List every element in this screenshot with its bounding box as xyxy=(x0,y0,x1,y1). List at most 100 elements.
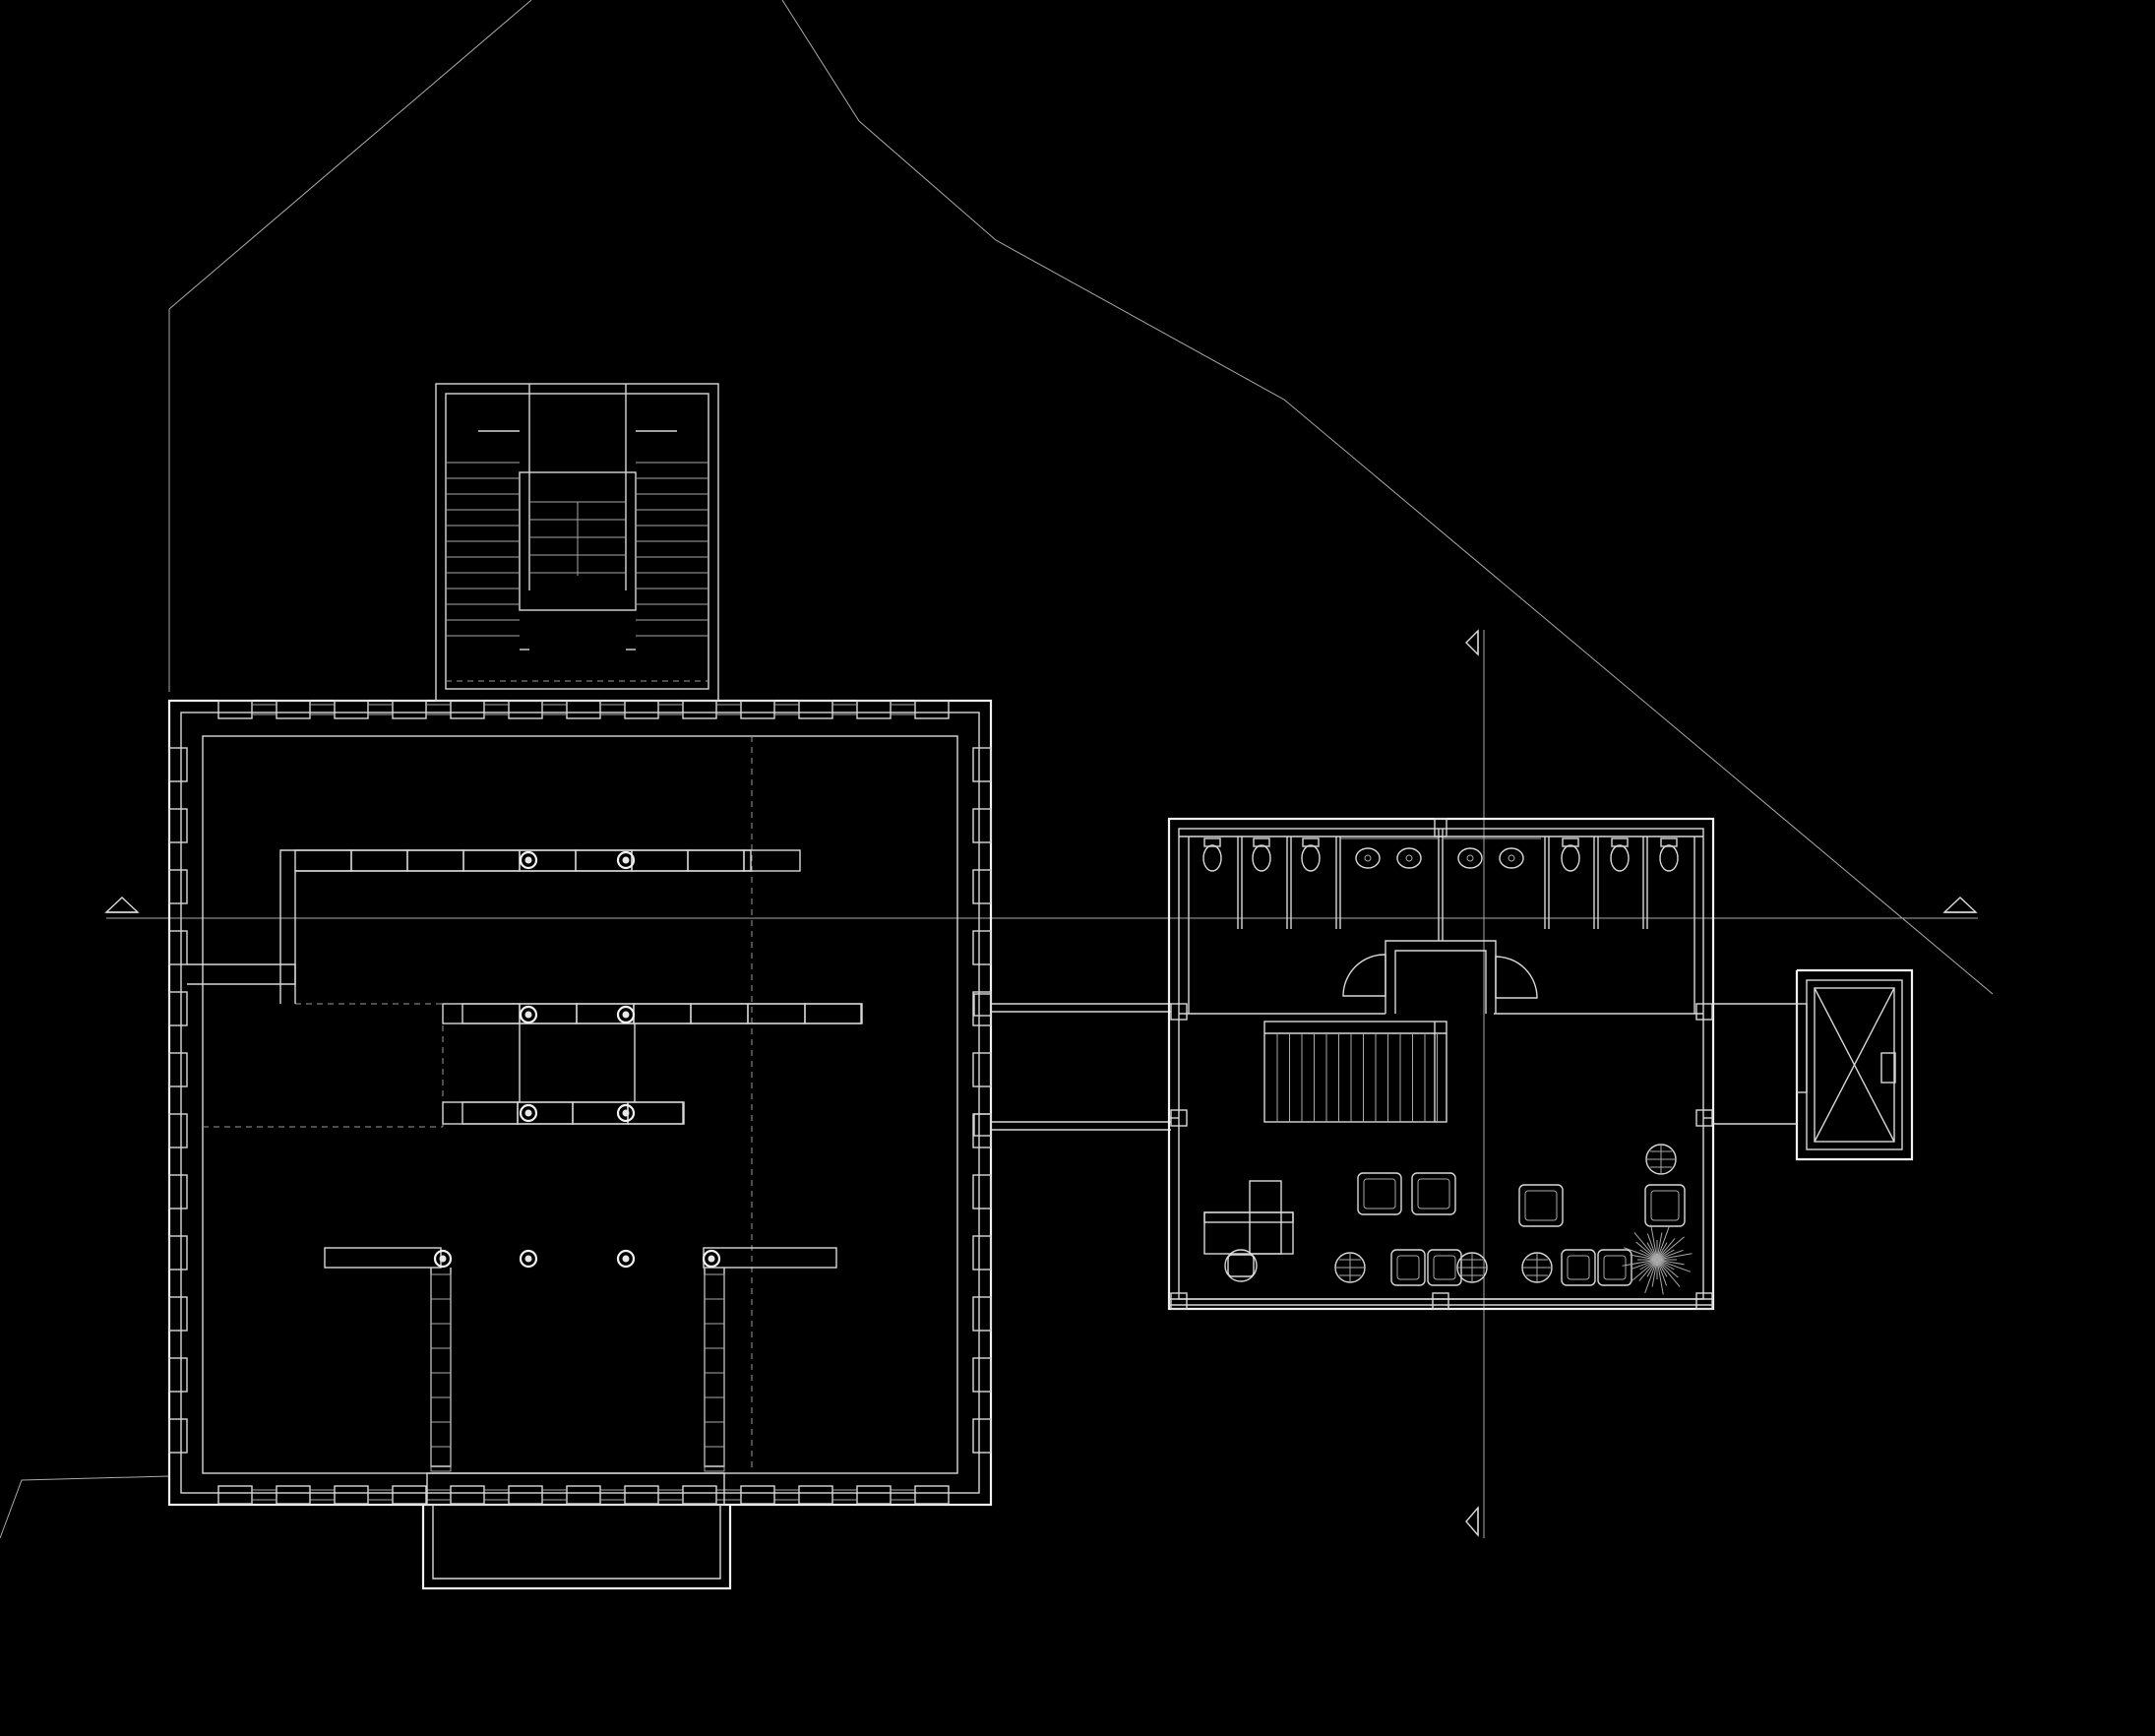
wall-pier xyxy=(972,1235,992,1271)
wall-pier xyxy=(392,700,427,719)
plant-leaf xyxy=(1646,1233,1658,1261)
bench-segment xyxy=(747,1003,806,1024)
section-marker-west xyxy=(104,897,140,913)
plant-leaf xyxy=(1656,1259,1679,1278)
plant-leaf xyxy=(1633,1232,1658,1261)
bench-segment xyxy=(704,1421,725,1448)
column-core xyxy=(524,1109,532,1117)
column xyxy=(616,1005,636,1024)
wall-pier xyxy=(168,991,188,1026)
column xyxy=(519,1103,538,1123)
wall-pier xyxy=(740,700,775,719)
toilet xyxy=(1301,844,1321,872)
armchair xyxy=(1597,1249,1632,1286)
site-boundary-line-east xyxy=(781,0,1994,995)
bench-segment xyxy=(690,1003,749,1024)
bench-segment xyxy=(350,849,408,872)
wall-pier xyxy=(972,1357,992,1393)
wall-pier xyxy=(972,1174,992,1209)
bench-segment xyxy=(462,1101,519,1125)
wall-pier xyxy=(972,747,992,782)
armchair xyxy=(1427,1249,1462,1286)
bench-segment xyxy=(572,1101,629,1125)
plant-leaf xyxy=(1650,1224,1658,1261)
column xyxy=(519,1249,538,1269)
plant-leaf xyxy=(1646,1242,1658,1261)
wall-pier xyxy=(168,1418,188,1454)
column-core xyxy=(622,1011,630,1019)
wc-stalls xyxy=(1188,837,1695,1014)
round-table xyxy=(1334,1252,1366,1283)
armchair xyxy=(1390,1249,1426,1286)
column xyxy=(616,1103,636,1123)
plant-leaf xyxy=(1656,1226,1670,1261)
column-core xyxy=(622,1109,630,1117)
armchair xyxy=(1357,1172,1402,1215)
toilet-tank xyxy=(1611,837,1629,847)
wall-pier xyxy=(624,1485,659,1505)
toilet xyxy=(1252,844,1271,872)
round-columns xyxy=(433,850,721,1269)
reception-desk xyxy=(1203,1180,1294,1255)
column-core xyxy=(439,1255,447,1263)
bench-segment xyxy=(687,849,745,872)
section-marker-south xyxy=(1465,1506,1479,1537)
bench-segment xyxy=(430,1421,452,1448)
toilet xyxy=(1202,844,1222,872)
toilet xyxy=(1561,844,1580,872)
north-wall-piers xyxy=(217,700,950,719)
sink xyxy=(1499,847,1524,869)
north-staircase xyxy=(435,383,719,702)
bench-segment xyxy=(430,1446,452,1472)
wall-pier xyxy=(334,700,369,719)
lobby-armchairs xyxy=(1357,1172,1686,1286)
service-stair xyxy=(1263,1021,1447,1123)
column-core xyxy=(524,1011,532,1019)
round-table xyxy=(1645,1144,1677,1175)
plant-leaf xyxy=(1656,1253,1693,1261)
plant-leaf xyxy=(1656,1259,1675,1271)
bench-segment xyxy=(430,1372,452,1398)
bench-segment xyxy=(704,1273,725,1300)
bench-segment xyxy=(631,849,689,872)
plant-leaf xyxy=(1635,1241,1658,1261)
wall-pier xyxy=(972,808,992,843)
sink xyxy=(1396,847,1422,869)
wall-pier xyxy=(508,1485,543,1505)
display-bench-middle xyxy=(442,1003,862,1125)
wall-pier xyxy=(682,700,717,719)
plant-leaf xyxy=(1631,1259,1658,1271)
bench-segment xyxy=(462,849,521,872)
wall-pier xyxy=(508,700,543,719)
bench-segment xyxy=(430,1323,452,1349)
bench-segment xyxy=(704,1323,725,1349)
plant-leaf xyxy=(1644,1259,1658,1293)
bench-segment xyxy=(804,1003,863,1024)
column xyxy=(519,850,538,870)
armchair xyxy=(1561,1249,1596,1286)
wall-pier xyxy=(972,1418,992,1454)
armchair xyxy=(1644,1184,1686,1227)
toilet-tank xyxy=(1660,837,1678,847)
column xyxy=(702,1249,721,1269)
column-core xyxy=(622,1255,630,1263)
bench-segment xyxy=(430,1298,452,1325)
plant-leaf xyxy=(1656,1259,1668,1277)
column xyxy=(433,1249,453,1269)
wall-pier xyxy=(972,869,992,904)
plant-leaf xyxy=(1630,1259,1658,1283)
bench-segment xyxy=(743,849,801,872)
bench-segment xyxy=(430,1273,452,1300)
bench-segment xyxy=(430,1396,452,1423)
section-marker-east xyxy=(1942,897,1978,913)
toilet-tank xyxy=(1203,837,1221,847)
toilet-tank xyxy=(1302,837,1320,847)
wall-pier xyxy=(168,808,188,843)
bench-segment xyxy=(294,849,352,872)
section-marker-north xyxy=(1465,629,1479,656)
plant-leaf xyxy=(1656,1249,1675,1261)
service-building xyxy=(1167,817,1715,1311)
bench-segment xyxy=(430,1347,452,1374)
sink-drain xyxy=(1466,854,1474,862)
